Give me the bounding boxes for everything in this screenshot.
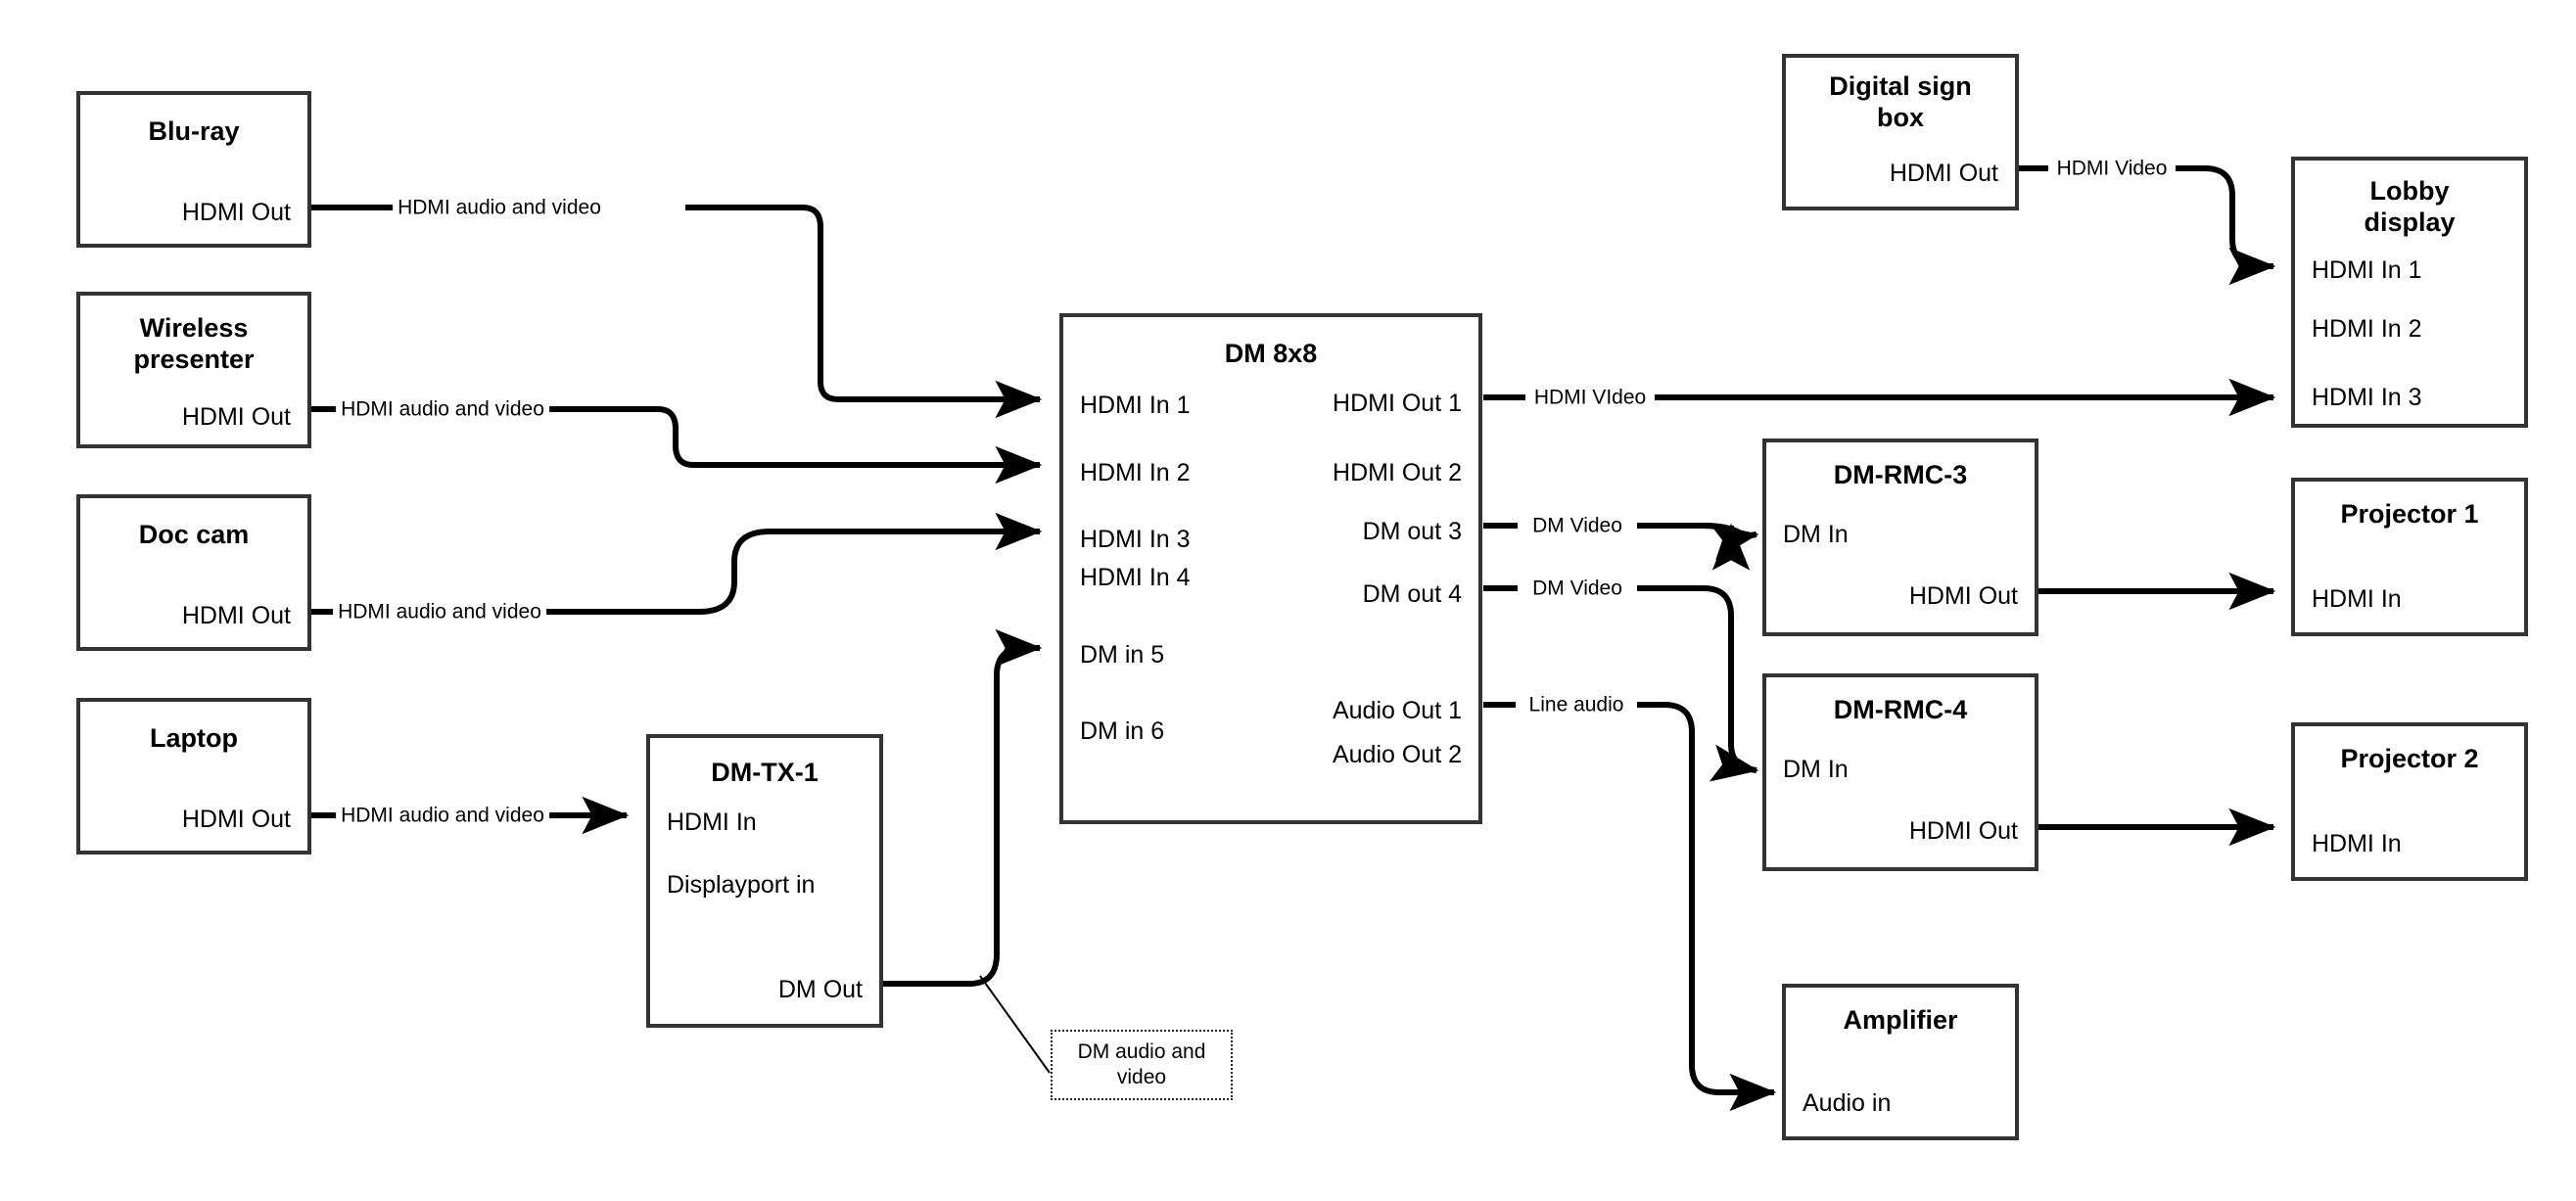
node-laptop-port-hdmi-out[interactable]: HDMI Out <box>181 806 291 833</box>
node-wireless-presenter[interactable]: Wireless presenter HDMI Out <box>76 292 311 448</box>
wire-dmtx1-to-dm8x8 <box>883 628 1043 987</box>
node-projector-1-title: Projector 1 <box>2340 499 2479 529</box>
node-amplifier-port-audio-in[interactable]: Audio in <box>1803 1089 1892 1117</box>
node-dm-8x8[interactable]: DM 8x8 HDMI In 1 HDMI In 2 HDMI In 3 HDM… <box>1059 313 1482 824</box>
wire-label-wireless-to-dm8x8: HDMI audio and video <box>336 398 549 420</box>
node-digital-sign-box-port-hdmi-out[interactable]: HDMI Out <box>1889 160 1998 187</box>
node-dm-rmc-4[interactable]: DM-RMC-4 DM In HDMI Out <box>1762 673 2038 871</box>
node-dm-8x8-port-hdmi-in-2[interactable]: HDMI In 2 <box>1080 459 1191 486</box>
node-dm-8x8-port-dm-in-5[interactable]: DM in 5 <box>1080 641 1165 669</box>
node-amplifier-title: Amplifier <box>1843 1005 1958 1035</box>
node-blu-ray[interactable]: Blu-ray HDMI Out <box>76 91 311 248</box>
node-dm-8x8-port-hdmi-out-1[interactable]: HDMI Out 1 <box>1333 390 1462 417</box>
node-dm-rmc-4-title: DM-RMC-4 <box>1833 695 1968 724</box>
node-wireless-presenter-title: Wireless presenter <box>133 313 255 374</box>
node-projector-1-port-hdmi-in[interactable]: HDMI In <box>2312 585 2402 613</box>
node-digital-sign-box-title: Digital sign box <box>1829 71 1972 132</box>
wire-label-signbox-to-lobby: HDMI Video <box>2051 158 2173 179</box>
node-doc-cam[interactable]: Doc cam HDMI Out <box>76 494 311 651</box>
node-dm-rmc-4-port-dm-in[interactable]: DM In <box>1783 756 1849 783</box>
node-amplifier[interactable]: Amplifier Audio in <box>1782 984 2019 1140</box>
node-dm-tx-1-title: DM-TX-1 <box>711 758 819 787</box>
wire-label-dm8x8-audioout1-to-amp: Line audio <box>1523 694 1629 716</box>
node-dm-8x8-port-hdmi-out-2[interactable]: HDMI Out 2 <box>1333 459 1462 486</box>
node-dm-8x8-port-audio-out-2[interactable]: Audio Out 2 <box>1332 741 1462 768</box>
node-doc-cam-title: Doc cam <box>138 520 250 549</box>
node-dm-rmc-3-title: DM-RMC-3 <box>1833 460 1968 489</box>
note-dm-audio-and-video: DM audio and video <box>1051 1030 1233 1100</box>
wire-dm8x8-audioout1-to-amp <box>1483 702 1774 1092</box>
node-dm-8x8-port-dm-in-6[interactable]: DM in 6 <box>1080 717 1165 745</box>
wire-bluray-to-dm8x8 <box>311 205 1040 399</box>
node-dm-8x8-port-dm-out-3[interactable]: DM out 3 <box>1362 518 1462 545</box>
node-dm-tx-1-port-hdmi-in[interactable]: HDMI In <box>667 808 757 836</box>
node-dm-8x8-title: DM 8x8 <box>1224 339 1318 368</box>
node-dm-tx-1-port-displayport-in[interactable]: Displayport in <box>667 871 816 899</box>
node-dm-8x8-port-hdmi-in-4[interactable]: HDMI In 4 <box>1080 564 1191 591</box>
node-doc-cam-port-hdmi-out[interactable]: HDMI Out <box>181 602 291 629</box>
wire-label-bluray-to-dm8x8: HDMI audio and video <box>393 197 606 218</box>
node-dm-8x8-port-hdmi-in-3[interactable]: HDMI In 3 <box>1080 526 1191 553</box>
wire-label-dm8x8-dmout4-to-rmc4: DM Video <box>1527 577 1627 599</box>
node-dm-rmc-4-port-hdmi-out[interactable]: HDMI Out <box>1908 817 2018 845</box>
node-dm-rmc-3-port-dm-in[interactable]: DM In <box>1783 521 1849 548</box>
wire-dm8x8-dmout4-to-rmc4 <box>1483 585 1756 770</box>
node-laptop[interactable]: Laptop HDMI Out <box>76 698 311 855</box>
node-blu-ray-title: Blu-ray <box>148 116 240 146</box>
node-dm-rmc-3[interactable]: DM-RMC-3 DM In HDMI Out <box>1762 439 2038 636</box>
wire-label-laptop-to-dmtx1: HDMI audio and video <box>336 805 549 826</box>
node-dm-8x8-port-dm-out-4[interactable]: DM out 4 <box>1362 580 1462 608</box>
node-laptop-title: Laptop <box>150 723 238 753</box>
node-projector-1[interactable]: Projector 1 HDMI In <box>2291 478 2528 636</box>
node-dm-8x8-port-audio-out-1[interactable]: Audio Out 1 <box>1332 697 1462 724</box>
node-blu-ray-port-hdmi-out[interactable]: HDMI Out <box>181 199 291 226</box>
node-projector-2-port-hdmi-in[interactable]: HDMI In <box>2312 830 2402 857</box>
node-dm-tx-1-port-dm-out[interactable]: DM Out <box>777 976 863 1003</box>
node-lobby-display[interactable]: Lobby display HDMI In 1 HDMI In 2 HDMI I… <box>2291 157 2528 428</box>
wire-dm8x8-dmout3-to-rmc3-tail <box>1703 523 1759 561</box>
wire-label-dm8x8-dmout3-to-rmc3: DM Video <box>1527 515 1627 536</box>
node-dm-tx-1[interactable]: DM-TX-1 HDMI In Displayport in DM Out <box>646 734 883 1028</box>
wire-note-leader <box>979 975 1051 1074</box>
node-lobby-display-title: Lobby display <box>2364 176 2456 237</box>
node-lobby-display-port-hdmi-in-3[interactable]: HDMI In 3 <box>2312 384 2422 411</box>
wire-signbox-to-lobby <box>2019 165 2273 266</box>
wire-label-doccam-to-dm8x8: HDMI audio and video <box>333 601 546 623</box>
node-projector-2-title: Projector 2 <box>2340 744 2479 773</box>
node-digital-sign-box[interactable]: Digital sign box HDMI Out <box>1782 54 2019 210</box>
node-lobby-display-port-hdmi-in-1[interactable]: HDMI In 1 <box>2312 256 2422 284</box>
node-lobby-display-port-hdmi-in-2[interactable]: HDMI In 2 <box>2312 315 2422 343</box>
node-dm-8x8-port-hdmi-in-1[interactable]: HDMI In 1 <box>1080 392 1191 419</box>
node-projector-2[interactable]: Projector 2 HDMI In <box>2291 722 2528 881</box>
node-wireless-presenter-port-hdmi-out[interactable]: HDMI Out <box>181 403 291 431</box>
wire-label-dm8x8-hdmiout1-to-lobby: HDMI VIdeo <box>1528 387 1652 408</box>
node-dm-rmc-3-port-hdmi-out[interactable]: HDMI Out <box>1908 582 2018 610</box>
